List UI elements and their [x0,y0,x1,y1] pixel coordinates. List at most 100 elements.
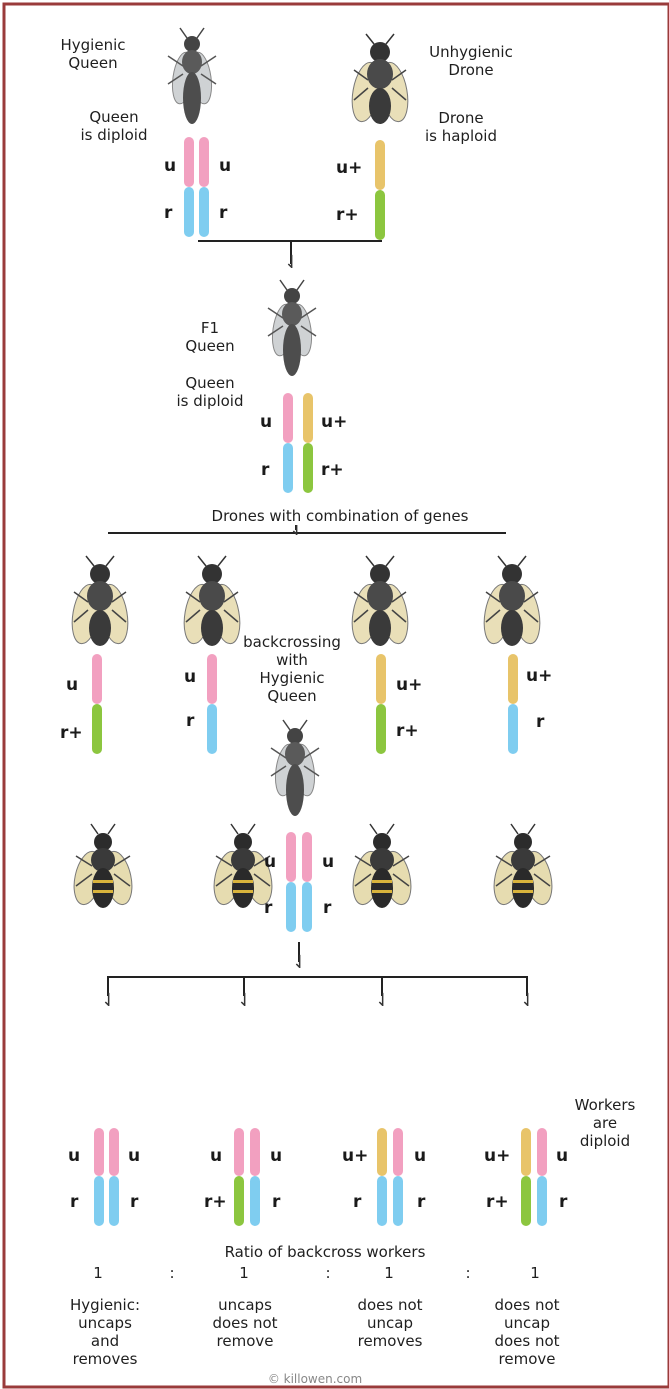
gene-label: r [219,203,228,223]
chromosome-u [184,137,194,187]
gene-label: u [128,1146,141,1166]
worker-2-stem [243,976,245,996]
gene-label: u [414,1146,427,1166]
arrow-down-icon: ⇃ [284,252,300,273]
ratio-value-3: 1 [384,1264,394,1282]
gene-label: r+ [486,1192,509,1212]
ratio-value-1: 1 [93,1264,103,1282]
chromosome-r [286,882,296,932]
chromosome-r [393,1176,403,1226]
arrow-down-icon: ⇃ [292,952,308,973]
gene-label: u+ [336,158,363,178]
chromosome-r-plus [376,704,386,754]
chromosome-u [94,1128,104,1176]
ratio-separator: : [325,1264,331,1282]
f1-queen-label: F1 Queen [185,319,235,355]
chromosome-u [92,654,102,704]
gene-label: r+ [336,205,359,225]
gene-label: r [264,898,273,918]
phenotype-1: Hygienic: uncaps and removes [69,1296,141,1368]
gene-label: r [186,711,195,731]
gene-label: r [130,1192,139,1212]
gene-label: u [219,156,232,176]
phenotype-2: uncaps does not remove [212,1296,278,1350]
drone-3-icon [347,555,413,647]
gene-label: r [70,1192,79,1212]
chromosome-u [199,137,209,187]
gene-label: u [210,1146,223,1166]
phenotype-4: does not uncap does not remove [494,1296,560,1368]
worker-4-icon [488,823,558,909]
chromosome-r [109,1176,119,1226]
chromosome-u-plus [508,654,518,704]
gene-label: u [264,852,277,872]
copyright: © killowen.com [267,1372,363,1386]
worker-3-icon [347,823,417,909]
gene-label: u+ [342,1146,369,1166]
gene-label: r [323,898,332,918]
backcross-queen-icon [270,719,320,817]
gene-label: u+ [526,666,553,686]
chromosome-r [207,704,217,754]
drones-caption: Drones with combination of genes [160,507,520,525]
chromosome-u [234,1128,244,1176]
workers-diploid-note: Workers are diploid [574,1096,636,1150]
hygienic-queen-icon [167,27,217,125]
unhygienic-drone-icon [347,33,413,125]
backcross-label: backcrossing with Hygienic Queen [243,633,341,705]
f1-diploid-note: Queen is diploid [176,374,244,410]
gene-label: r [261,460,270,480]
phenotype-3: does not uncap removes [357,1296,423,1350]
arrow-down-icon: ⇃ [289,519,305,540]
chromosome-r [199,187,209,237]
chromosome-r-plus [521,1176,531,1226]
gene-label: r+ [396,721,419,741]
worker-4-stem [526,976,528,996]
chromosome-u [250,1128,260,1176]
chromosome-u [207,654,217,704]
chromosome-r-plus [92,704,102,754]
gene-label: u [322,852,335,872]
chromosome-u [537,1128,547,1176]
gene-label: u+ [321,412,348,432]
drone-haploid-note: Drone is haploid [424,109,497,145]
gene-label: r [536,712,545,732]
gene-label: u+ [396,675,423,695]
worker-1-icon [68,823,138,909]
arrow-down-icon: ⇃ [520,990,536,1011]
ratio-value-4: 1 [530,1264,540,1282]
chromosome-u-plus [303,393,313,443]
chromosome-r [537,1176,547,1226]
gene-label: r [353,1192,362,1212]
chromosome-r-plus [303,443,313,493]
gene-label: r [417,1192,426,1212]
unhygienic-drone-label: Unhygienic Drone [429,43,513,79]
chromosome-u [302,832,312,882]
gene-label: r [272,1192,281,1212]
gene-label: r+ [321,460,344,480]
worker-3-stem [381,976,383,996]
gene-label: u [66,675,79,695]
worker-1-stem [107,976,109,996]
chromosome-r [302,882,312,932]
chromosome-r [94,1176,104,1226]
chromosome-r [283,443,293,493]
arrow-down-icon: ⇃ [375,990,391,1011]
chromosome-u-plus [521,1128,531,1176]
f1-queen-icon [267,279,317,377]
chromosome-u-plus [377,1128,387,1176]
chromosome-u [393,1128,403,1176]
gene-label: r+ [60,723,83,743]
gene-label: u [184,667,197,687]
hygienic-queen-label: Hygienic Queen [60,36,126,72]
gene-label: u [260,412,273,432]
drone-1-icon [67,555,133,647]
gene-label: u [164,156,177,176]
chromosome-r-plus [234,1176,244,1226]
chromosome-r [508,704,518,754]
ratio-separator: : [465,1264,471,1282]
chromosome-r-plus [375,190,385,240]
drones-line [108,532,506,534]
gene-label: r [559,1192,568,1212]
ratio-value-2: 1 [239,1264,249,1282]
